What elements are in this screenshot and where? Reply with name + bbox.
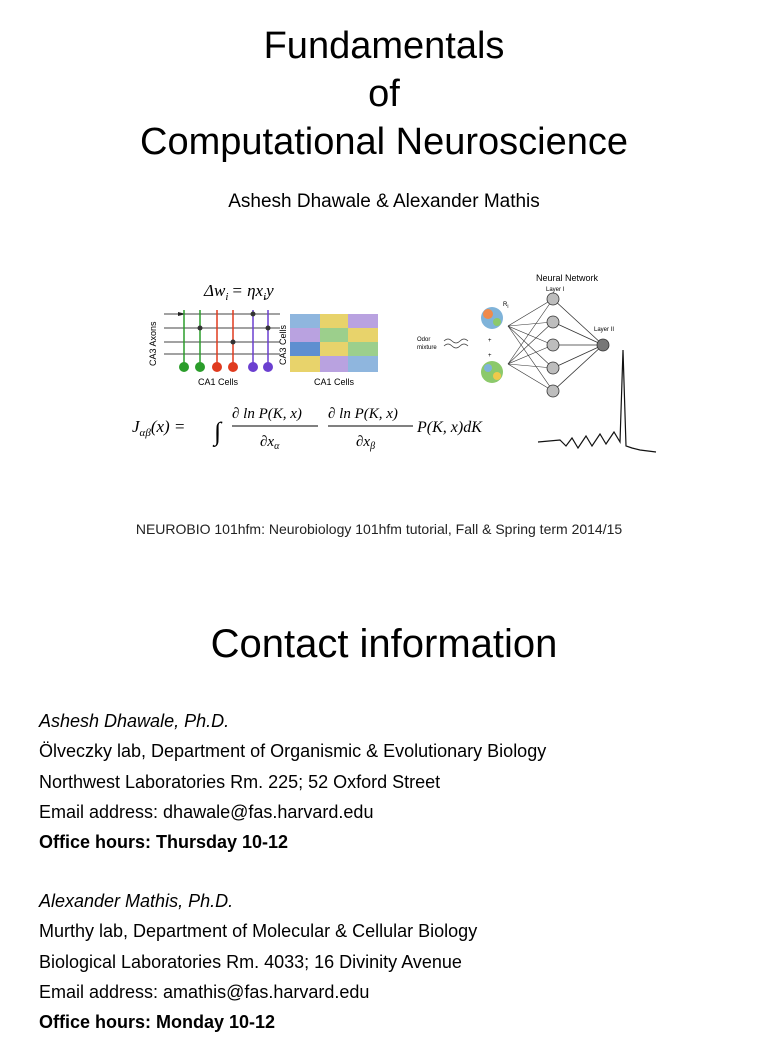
contact-block-2: Alexander Mathis, Ph.D. Murthy lab, Depa… <box>39 886 477 1037</box>
ca3-cells-label: CA3 Cells <box>278 324 288 365</box>
neural-network-diagram: Neural Network Layer I Layer II <box>507 273 614 398</box>
contact-email: Email address: dhawale@fas.harvard.edu <box>39 801 374 822</box>
ca1-cells-label: CA1 Cells <box>198 377 239 387</box>
title-line-3: Computational Neuroscience <box>140 121 628 163</box>
contact-heading: Contact information <box>210 622 558 666</box>
svg-text:∂xα: ∂xα <box>260 434 280 452</box>
odor-mixture: Odor mixture + + Ri <box>417 302 508 383</box>
course-line: NEUROBIO 101hfm: Neurobiology 101hfm tut… <box>135 521 623 537</box>
ca3-axons-label: CA3 Axons <box>148 321 158 366</box>
contact-email: Email address: amathis@fas.harvard.edu <box>39 981 370 1002</box>
page-title: Fundamentals of Computational Neuroscien… <box>0 22 768 166</box>
contact-name: Ashesh Dhawale, Ph.D. <box>39 711 230 731</box>
authors: Ashesh Dhawale & Alexander Mathis <box>228 191 540 212</box>
svg-text:∂ ln P(K, x): ∂ ln P(K, x) <box>328 406 398 422</box>
svg-text:∂ ln P(K, x): ∂ ln P(K, x) <box>232 406 302 422</box>
svg-text:∂xβ: ∂xβ <box>356 434 375 452</box>
contact-block-1: Ashesh Dhawale, Ph.D. Ölveczky lab, Depa… <box>39 706 546 857</box>
contact-address: Northwest Laboratories Rm. 225; 52 Oxfor… <box>39 771 441 792</box>
contact-address: Biological Laboratories Rm. 4033; 16 Div… <box>39 951 462 972</box>
fisher-lhs: Jαβ(x) = <box>132 417 185 439</box>
fisher-rhs: P(K, x)dK <box>416 419 483 436</box>
svg-text:+: + <box>488 353 492 359</box>
fisher-formula: Jαβ(x) = ∫ ∂ ln P(K, x) ∂xα ∂ ln P(K, x)… <box>132 406 483 452</box>
contact-office-hours: Office hours: Monday 10-12 <box>39 1012 276 1033</box>
svg-text:Odor: Odor <box>417 337 430 343</box>
svg-text:∫: ∫ <box>212 417 223 447</box>
contact-office-hours: Office hours: Thursday 10-12 <box>39 832 289 853</box>
nn-title: Neural Network <box>536 273 599 283</box>
illustration-svg: Δwi= ηxiy CA3 Axons CA1 Cells <box>132 273 657 453</box>
voltage-trace <box>537 349 657 453</box>
weight-matrix: CA3 Cells CA1 Cells <box>278 314 378 387</box>
layer-1-label: Layer I <box>546 287 565 293</box>
title-line-2: of <box>368 73 400 115</box>
ca3-ca1-grid: CA3 Axons CA1 Cells <box>148 310 280 387</box>
illustration-figure: Δwi= ηxiy CA3 Axons CA1 Cells <box>120 262 665 462</box>
contact-name: Alexander Mathis, Ph.D. <box>39 891 234 911</box>
svg-text:mixture: mixture <box>417 345 437 351</box>
ca1-cells-label-2: CA1 Cells <box>314 377 355 387</box>
ri-label: Ri <box>503 302 508 310</box>
layer-2-label: Layer II <box>594 327 614 333</box>
title-line-1: Fundamentals <box>263 25 505 67</box>
hebb-formula: Δwi= ηxiy <box>203 281 274 303</box>
contact-lab: Murthy lab, Department of Molecular & Ce… <box>39 921 478 942</box>
svg-text:+: + <box>488 338 492 344</box>
contact-lab: Ölveczky lab, Department of Organismic &… <box>39 741 547 762</box>
